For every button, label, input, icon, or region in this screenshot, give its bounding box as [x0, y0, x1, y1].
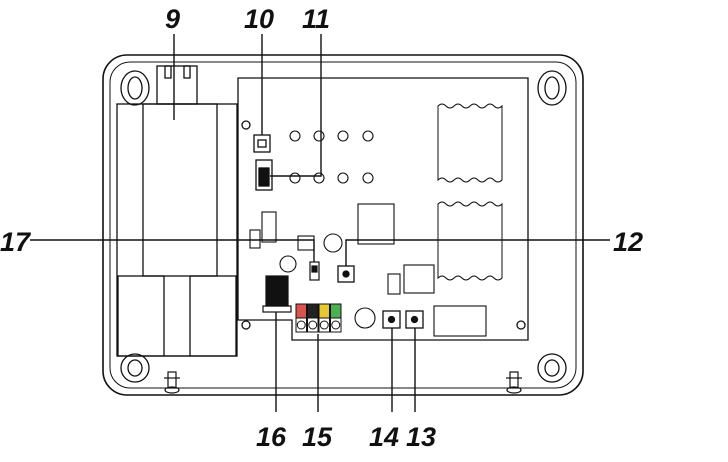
terminal-color-tab: [307, 303, 319, 319]
terminal-color-tab: [295, 303, 307, 319]
power-jack-16: [262, 275, 292, 313]
misc-components: [249, 203, 487, 337]
connector-10: [253, 134, 271, 153]
enclosure: [102, 54, 584, 396]
callout-9: 9: [165, 4, 180, 34]
mounting-holes: [120, 70, 567, 383]
button-12: [337, 265, 355, 283]
terminal-color-tab: [318, 303, 330, 319]
terminal-screw-housing: [330, 317, 342, 333]
callout-10: 10: [244, 4, 274, 34]
battery-compartment: [116, 65, 238, 357]
leader-lines: [30, 34, 610, 412]
button-14: [382, 310, 401, 329]
callout-13: 13: [406, 422, 436, 452]
callout-14: 14: [369, 422, 399, 452]
terminal-color-tab: [330, 303, 342, 319]
main-pcb: [237, 77, 529, 341]
switch-11: [255, 159, 273, 191]
terminal-screw: [319, 320, 329, 330]
terminal-screw: [331, 320, 341, 330]
callout-12: 12: [613, 227, 643, 257]
terminal-screw-housing: [307, 317, 319, 333]
component-holes: [289, 130, 374, 184]
terminal-screw: [308, 320, 318, 330]
terminal-screw: [296, 320, 306, 330]
callout-17: 17: [0, 227, 32, 257]
callout-16: 16: [256, 422, 287, 452]
terminal-block-15: [295, 303, 342, 333]
bottom-screws: [164, 371, 522, 394]
jumper-17: [309, 261, 320, 281]
button-13: [405, 310, 424, 329]
callout-15: 15: [302, 422, 333, 452]
callout-11: 11: [302, 4, 330, 34]
transformer-area: [437, 103, 503, 281]
terminal-screw-housing: [318, 317, 330, 333]
terminal-screw-housing: [295, 317, 307, 333]
